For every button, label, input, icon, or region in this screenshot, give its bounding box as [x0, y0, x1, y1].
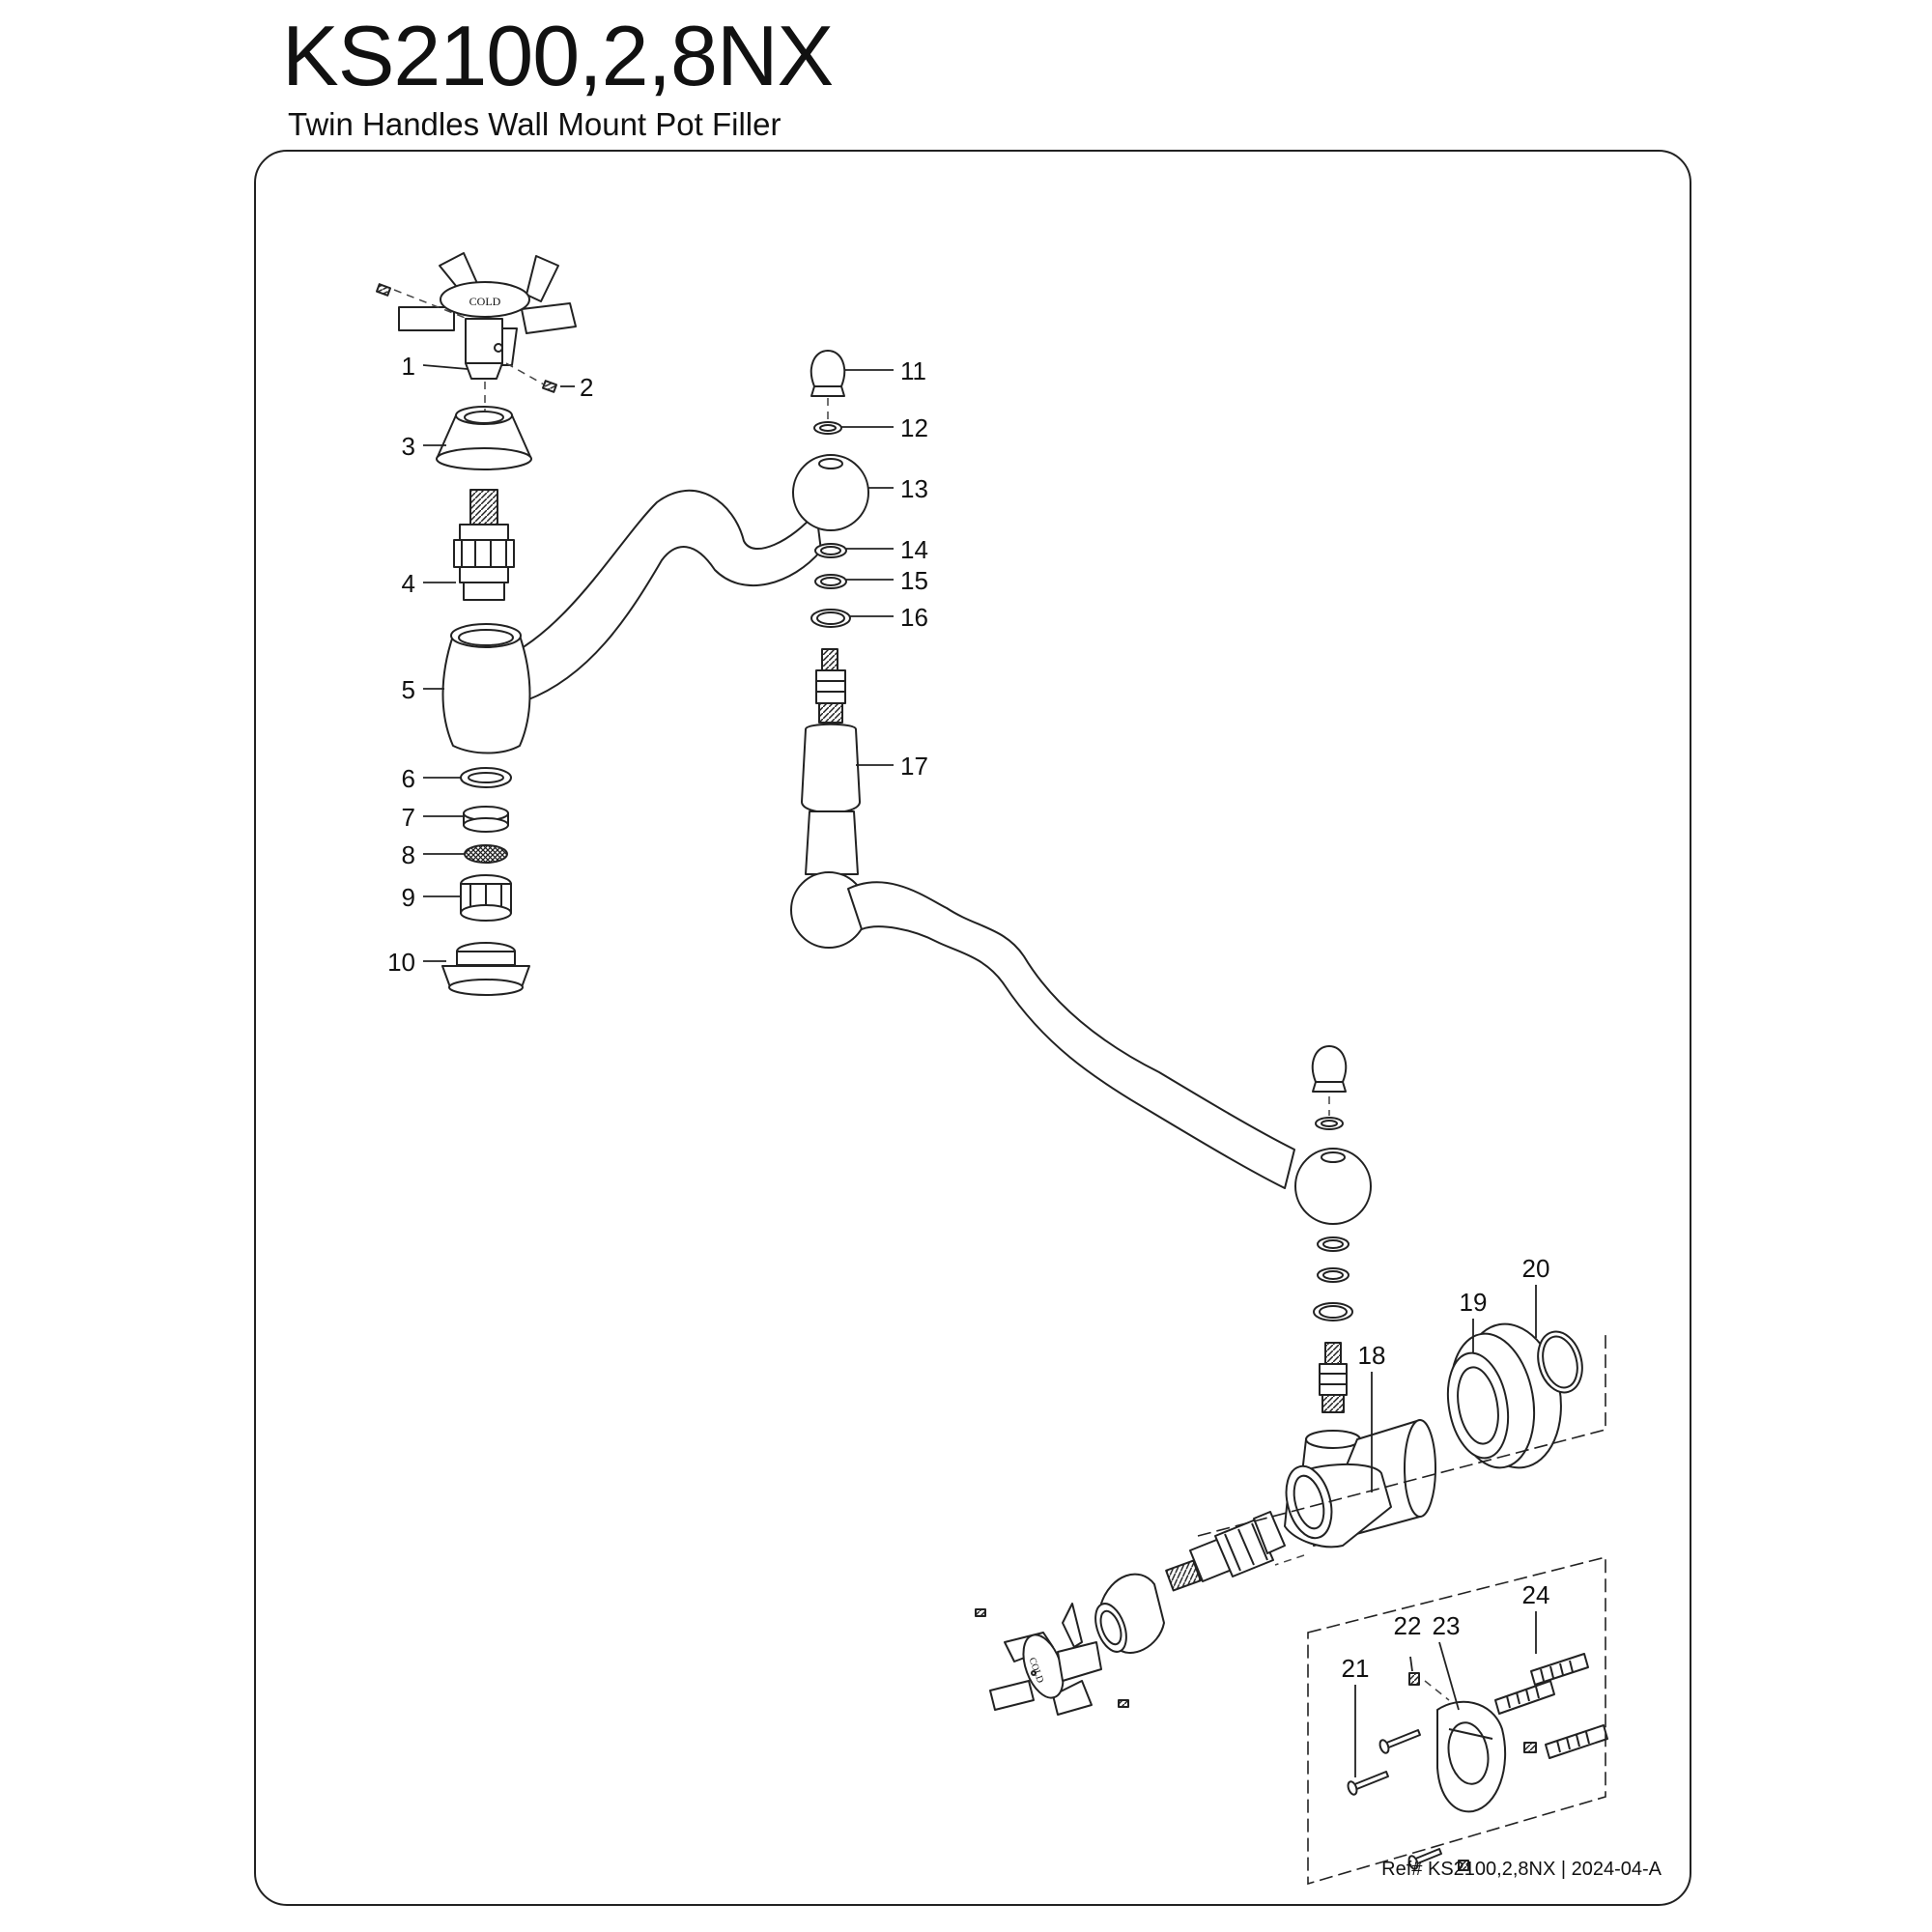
callout-10: 10: [387, 948, 415, 977]
lower-cartridge: [1165, 1511, 1286, 1592]
handle-cap-label: COLD: [469, 295, 501, 308]
callout-8: 8: [402, 840, 415, 869]
lower-set-screws: [975, 1608, 1129, 1708]
aerator-housing-part-9: [460, 874, 512, 922]
callout-2: 2: [580, 373, 593, 402]
cartridge-part-4: [453, 489, 515, 601]
lower-cross-handle: [989, 1603, 1102, 1716]
washer-part-6: [460, 767, 512, 788]
swivel-ball-part-13: [792, 454, 869, 531]
callout-4: 4: [402, 569, 415, 598]
callout-19: 19: [1460, 1288, 1488, 1317]
upper-spout-arm: [501, 489, 822, 701]
callout-11: 11: [900, 356, 926, 385]
callout-9: 9: [402, 883, 415, 912]
callout-24: 24: [1522, 1580, 1550, 1609]
callout-7: 7: [402, 803, 415, 832]
callout-12: 12: [900, 413, 928, 442]
swivel-joint-part-17: [790, 648, 1295, 1189]
oring-part-20: [1537, 1330, 1583, 1394]
assembly-axes: [393, 289, 1450, 1701]
cross-handle-part-1: [398, 252, 577, 380]
aerator-screen-part-8: [464, 844, 508, 864]
callout-labels: 1 2 3 4 5 6 7 8 9 10 11 12 13 14 15 16 1…: [387, 352, 1549, 1683]
callout-15: 15: [900, 566, 928, 595]
flange-part-3: [436, 406, 532, 470]
diagram-frame: [254, 150, 1691, 1906]
callout-23: 23: [1433, 1611, 1461, 1640]
lower-flange: [1094, 1573, 1165, 1654]
callout-16: 16: [900, 603, 928, 632]
callout-18: 18: [1358, 1341, 1386, 1370]
callout-14: 14: [900, 535, 928, 564]
callout-17: 17: [900, 752, 928, 781]
washer-part-14: [814, 543, 847, 558]
valve-body-part-5: [441, 623, 531, 754]
set-screw-part-2: [375, 283, 558, 393]
wall-plane-markers: [1197, 1333, 1606, 1886]
mounting-bracket-part-23: [1436, 1700, 1507, 1813]
ring-part-7: [463, 806, 509, 833]
callout-22: 22: [1394, 1611, 1422, 1640]
callout-13: 13: [900, 474, 928, 503]
callout-21: 21: [1342, 1654, 1370, 1683]
wall-flange-part-19: [1446, 1322, 1562, 1469]
wall-valve-body-part-18: [1284, 1419, 1436, 1548]
callout-20: 20: [1522, 1254, 1550, 1283]
reference-code: Ref# KS2100,2,8NX | 2024-04-A: [1381, 1859, 1662, 1880]
lower-swivel-ball: [1294, 1148, 1372, 1413]
callout-5: 5: [402, 675, 415, 704]
callout-3: 3: [402, 432, 415, 461]
callout-6: 6: [402, 764, 415, 793]
callout-leaders: [422, 364, 1537, 1777]
oring-part-16: [810, 609, 851, 628]
mounting-screws-part-21: [1347, 1729, 1442, 1870]
washer-part-12: [813, 421, 842, 435]
set-screw-part-22: [1408, 1672, 1469, 1871]
callout-1: 1: [402, 352, 415, 381]
nut-part-10: [441, 942, 530, 996]
model-number-title: KS2100,2,8NX: [282, 8, 834, 103]
lower-finial: [1311, 1045, 1348, 1130]
wall-anchors-part-24: [1494, 1653, 1608, 1759]
product-description: Twin Handles Wall Mount Pot Filler: [288, 106, 781, 142]
finial-part-11: [810, 350, 846, 397]
washer-part-15: [814, 574, 847, 589]
